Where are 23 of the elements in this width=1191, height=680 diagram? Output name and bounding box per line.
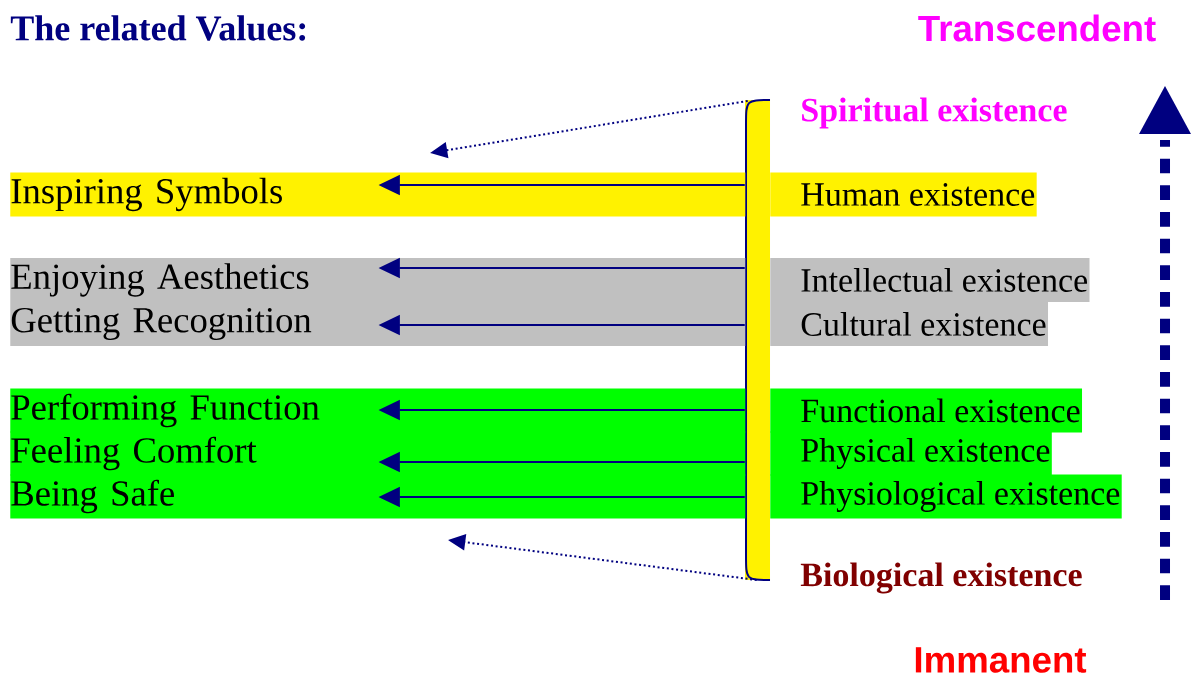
bracket-bar xyxy=(745,99,771,581)
node-label: Inspiring Symbols xyxy=(11,177,282,212)
existence-label: Intellectual existence xyxy=(770,258,1090,302)
node-label: Being Safe xyxy=(11,479,174,514)
node-label: Feeling Comfort xyxy=(11,436,257,471)
value-band: Being Safe xyxy=(10,474,746,519)
existence-label: Human existence xyxy=(770,172,1037,217)
value-band: Performing Function xyxy=(10,388,746,433)
level-label: Immanent xyxy=(915,647,1087,673)
value-band: Getting Recognition xyxy=(10,302,746,346)
existence-label: Functional existence xyxy=(770,388,1083,433)
node-label: Enjoying Aesthetics xyxy=(11,263,309,297)
existence-label: Physical existence xyxy=(770,431,1052,476)
value-band: Enjoying Aesthetics xyxy=(10,258,746,302)
value-band: Feeling Comfort xyxy=(10,431,746,476)
existence-label: Cultural existence xyxy=(770,302,1049,346)
existence-label: Biological existence xyxy=(800,562,1082,594)
node-label: Performing Function xyxy=(11,393,320,428)
node-label: Getting Recognition xyxy=(11,307,312,341)
title: The related Values: xyxy=(10,15,306,41)
existence-label: Spiritual existence xyxy=(802,97,1067,129)
level-label: Transcendent xyxy=(918,14,1156,42)
existence-label: Physiological existence xyxy=(770,474,1122,519)
